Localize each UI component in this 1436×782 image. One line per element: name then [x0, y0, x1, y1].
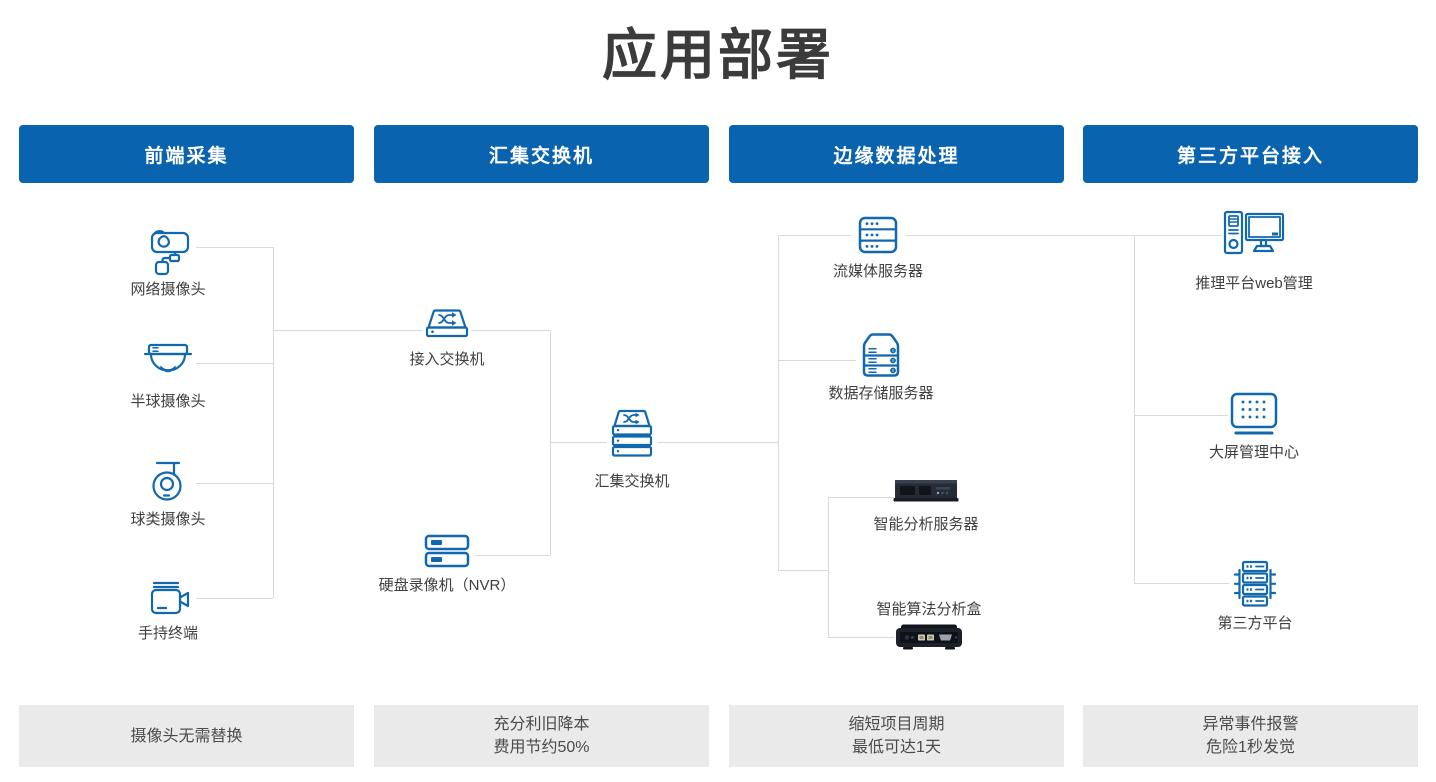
connector-line: [475, 555, 550, 556]
connector-line: [778, 235, 779, 570]
node-label: 第三方平台: [1217, 615, 1293, 632]
connector-line: [828, 497, 894, 498]
connector-line: [273, 330, 422, 331]
benefit-line: 摄像头无需替换: [130, 727, 243, 745]
node-ball-camera: [148, 458, 188, 508]
desktop-computer-icon: [1223, 210, 1285, 255]
node-label: 网络摄像头: [130, 281, 206, 298]
benefit-line: 最低可达1天: [852, 739, 941, 756]
connector-line: [273, 247, 274, 598]
node-label: 大屏管理中心: [1208, 444, 1299, 461]
led-screen-icon: [1230, 392, 1278, 435]
connector-line: [778, 570, 828, 571]
node-analysis-box: [893, 621, 965, 653]
node-nvr: [419, 533, 475, 569]
node-label: 汇集交换机: [594, 473, 670, 490]
server-icon: [858, 216, 898, 254]
benefit-card-3: 缩短项目周期 最低可达1天: [729, 705, 1064, 767]
column-header-aggregation-switch: 汇集交换机: [374, 125, 709, 183]
node-streaming-server: [850, 215, 906, 255]
nvr-icon: [424, 534, 470, 568]
node-screen-center: [1227, 391, 1281, 437]
benefit-line: 费用节约50%: [493, 739, 590, 756]
connector-line: [1134, 235, 1135, 583]
connector-line: [196, 483, 273, 484]
connector-line: [471, 330, 550, 331]
benefit-card-2: 充分利旧降本 费用节约50%: [374, 705, 709, 767]
benefit-line: 危险1秒发觉: [1206, 739, 1295, 756]
node-label: 球类摄像头: [130, 511, 206, 528]
node-access-switch: [422, 307, 472, 343]
node-label: 手持终端: [137, 625, 198, 642]
connector-line: [550, 442, 607, 443]
node-storage-server: [855, 331, 907, 379]
switch-icon: [425, 309, 469, 338]
connector-line: [196, 363, 273, 364]
node-label: 智能分析服务器: [873, 516, 979, 533]
video-camera-icon: [150, 581, 190, 615]
node-label: 硬盘录像机（NVR）: [378, 577, 516, 594]
node-label: 半球摄像头: [130, 393, 206, 410]
column-header-edge-processing: 边缘数据处理: [729, 125, 1064, 183]
page-title: 应用部署: [601, 24, 834, 86]
connector-line: [658, 442, 778, 443]
connector-line: [1134, 415, 1228, 416]
node-handheld-terminal: [145, 580, 191, 618]
analysis-box-image: [896, 624, 962, 650]
connector-line: [906, 235, 1134, 236]
connector-line: [828, 497, 829, 637]
node-aggregation-switch: [607, 408, 657, 460]
connector-line: [1134, 235, 1222, 236]
ball-camera-icon: [152, 461, 182, 501]
connector-line: [196, 598, 273, 599]
connector-line: [1134, 583, 1229, 584]
column-header-third-party-access: 第三方平台接入: [1083, 125, 1418, 183]
node-dome-camera: [142, 341, 194, 383]
node-label: 推理平台web管理: [1195, 275, 1313, 292]
storage-server-icon: [862, 333, 900, 377]
benefit-line: 充分利旧降本: [493, 716, 590, 733]
node-network-camera: [139, 224, 197, 280]
node-web-management: [1221, 209, 1287, 259]
node-label: 流媒体服务器: [832, 263, 923, 280]
stacked-switch-icon: [611, 409, 653, 457]
column-header-frontend-collection: 前端采集: [19, 125, 354, 183]
node-label: 接入交换机: [409, 351, 485, 368]
node-label: 智能算法分析盒: [876, 601, 982, 618]
node-analysis-server: [893, 476, 959, 504]
bullet-camera-icon: [150, 230, 190, 276]
connector-line: [778, 235, 851, 236]
node-label: 数据存储服务器: [828, 385, 934, 402]
connector-line: [778, 360, 856, 361]
connector-line: [196, 247, 273, 248]
rack-server-image: [893, 480, 959, 502]
dome-camera-icon: [143, 343, 193, 373]
server-stack-icon: [1233, 560, 1277, 607]
benefit-line: 异常事件报警: [1202, 716, 1299, 733]
node-third-party: [1229, 559, 1281, 609]
benefit-line: 缩短项目周期: [848, 716, 945, 733]
benefit-card-1: 摄像头无需替换: [19, 705, 354, 767]
connector-line: [828, 637, 894, 638]
benefit-card-4: 异常事件报警 危险1秒发觉: [1083, 705, 1418, 767]
